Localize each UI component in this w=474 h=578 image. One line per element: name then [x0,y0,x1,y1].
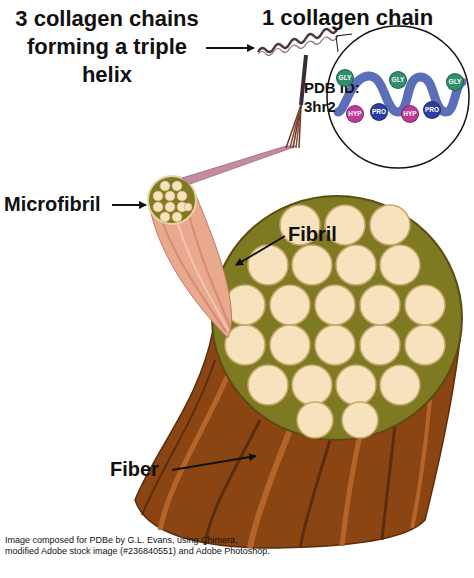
residue-circle: GLY [336,69,354,87]
residue-name: GLY [339,75,352,82]
leader-arrow [236,236,285,265]
residue-name: HYP [403,111,416,118]
inset-circle [327,26,469,168]
zoom-line [336,36,338,52]
residue-circle: HYP [401,105,419,123]
leader-arrow [112,204,146,206]
leader-arrow [172,456,256,470]
residue-circle: GLY [446,73,464,91]
residue-name: HYP [348,111,361,118]
zoom-line [336,34,352,36]
microfibril-rod [182,146,297,184]
residue-circle: GLY [389,71,407,89]
residue-name: GLY [392,77,405,84]
fibril-body [150,196,231,338]
fiber-cross-section [212,196,462,440]
residue-circle: HYP [346,105,364,123]
part-label: Microfibril [4,192,114,216]
part-title: 3 collagen chains forming a triple helix [3,5,211,89]
residue-name: PRO [372,109,386,116]
part-title: 1 collagen chain [262,4,474,32]
residue-name: PRO [425,107,439,114]
triple-helix [258,28,338,52]
part-label: Fiber [110,457,180,481]
residue-circle: PRO [423,101,441,119]
triple-helix-strand [258,36,338,55]
part-label: Fibril [288,222,368,246]
leader-arrow [206,47,254,49]
credit-caption: Image composed for PDBe by G.L. Evans, u… [5,535,273,557]
residue-circle: PRO [370,103,388,121]
residue-name: GLY [449,79,462,86]
helix-bundle [286,55,306,148]
